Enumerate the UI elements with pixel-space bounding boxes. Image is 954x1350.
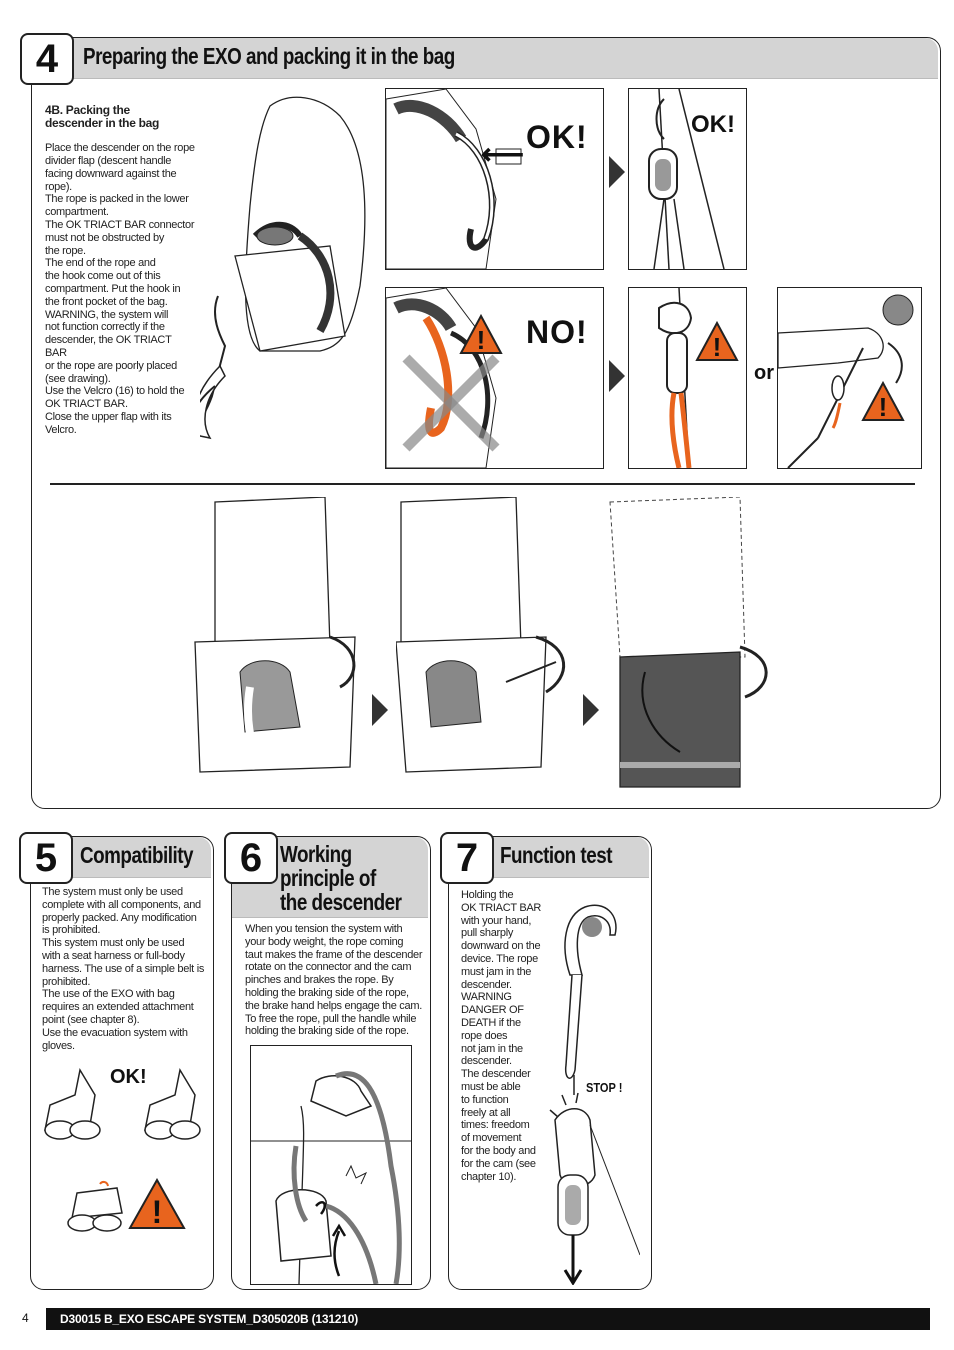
section-7-panel (448, 836, 652, 1290)
function-test-drawing (540, 895, 640, 1285)
descender-principle-frame (250, 1045, 412, 1285)
no-frame-descender-bag: ! NO! (385, 287, 604, 469)
no-label: NO! (526, 314, 588, 350)
section-5-ok-label: OK! (110, 1066, 147, 1088)
section-6-number: 6 (224, 832, 278, 884)
next-arrow-icon-2 (609, 360, 625, 392)
bag-open-drawing (190, 497, 360, 792)
harness-belt-drawing: ! (62, 1178, 192, 1243)
ok-frame-descender-bag: OK! ⟵ (385, 88, 604, 270)
section-4-subheading: 4B. Packing the descender in the bag (45, 102, 160, 130)
svg-text:!: ! (713, 332, 722, 362)
document-reference: D30015 B_EXO ESCAPE SYSTEM_D305020B (131… (46, 1308, 930, 1330)
svg-text:!: ! (152, 1194, 163, 1230)
section-5-header (72, 837, 211, 878)
next-arrow-icon-3 (372, 694, 388, 726)
ok-label-2: OK! (691, 111, 735, 138)
arrow-left-icon: ⟵ (481, 138, 525, 171)
section-7-number: 7 (440, 832, 494, 884)
or-label: or (754, 362, 774, 384)
no-frame-hand-pull: ! (777, 287, 922, 469)
section-4-number: 4 (20, 33, 74, 85)
stop-label: STOP ! (586, 1080, 623, 1095)
section-4-body: 4B. Packing the descender in the bag Pla… (45, 91, 195, 449)
section-5-panel (30, 836, 214, 1290)
section-6-body: When you tension the system with your bo… (245, 923, 423, 1038)
section-7-header (490, 837, 649, 878)
no-frame-hanging: ! (628, 287, 747, 469)
page-number: 4 (22, 1311, 29, 1325)
bag-folding-drawing (396, 497, 576, 792)
svg-text:!: ! (477, 325, 486, 355)
bag-drawing-main (200, 86, 380, 461)
section-4-divider (50, 483, 915, 485)
bag-closed-drawing (605, 497, 780, 792)
ok-label-1: OK! (526, 119, 588, 155)
svg-text:!: ! (879, 392, 888, 422)
section-6-title: Working principle of the descender (280, 841, 402, 916)
section-5-title: Compatibility (80, 842, 194, 868)
harness-ok-drawing (40, 1065, 210, 1150)
next-arrow-icon-4 (583, 694, 599, 726)
section-5-body: The system must only be used complete wi… (42, 886, 205, 1052)
next-arrow-icon (609, 156, 625, 188)
section-4-title: Preparing the EXO and packing it in the … (83, 43, 455, 69)
section-7-title: Function test (500, 842, 613, 868)
section-7-body: Holding the OK TRIACT BAR with your hand… (461, 889, 542, 1183)
ok-frame-hanging: OK! (628, 88, 747, 270)
section-4-header (72, 38, 938, 79)
section-4-text: Place the descender on the rope divider … (45, 142, 195, 436)
section-5-number: 5 (19, 832, 73, 884)
